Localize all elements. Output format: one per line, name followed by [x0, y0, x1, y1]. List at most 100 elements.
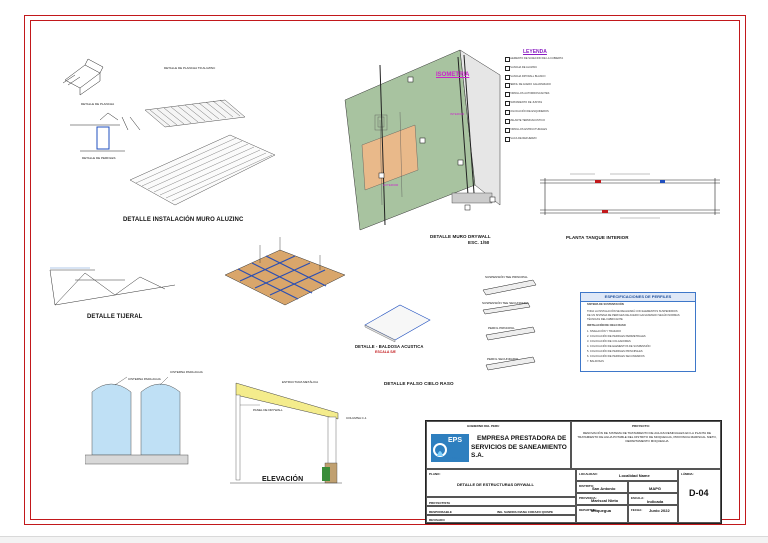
- legend-item: PERFIL DE ACERO GALVANIZADO: [509, 83, 551, 86]
- plano-label: PLANO:: [429, 472, 441, 476]
- spec-line: INSTALACIÓN DE CIELO RASO: [587, 324, 626, 327]
- legend-marker: [505, 119, 510, 124]
- exterior-label: EXTERIOR: [383, 183, 399, 187]
- lamina-value: D-04: [689, 488, 709, 498]
- label-detalle-plancha: DETALLE DE PLANCHA: [81, 102, 115, 106]
- company-cell: GOBIERNO DEL PERU EPS MOQUEGUA S.A. EMPR…: [426, 421, 571, 469]
- title-elevacion: ELEVACIÓN: [262, 476, 304, 483]
- elev-label-column: COLUMNA C-1: [346, 416, 367, 420]
- spec-line: TODA LA INSTALACIÓN SE REALIZARÁ CON ELE…: [587, 310, 678, 313]
- map-label: MAPG: [649, 486, 661, 491]
- lamina-label: LÁMINA:: [681, 472, 694, 476]
- proyecto-label: PROYECTO:: [632, 424, 650, 428]
- provincia-label: PROVINCIA:: [579, 496, 597, 500]
- spec-line: 3. COLOCACIÓN DE COLGADORES: [587, 340, 631, 343]
- proyectista-cell: PROYECTISTA: [426, 497, 576, 506]
- plano-text: DETALLE DE ESTRUCTURAS DRYWALL: [457, 482, 534, 487]
- fecha-value: Junio 2022: [649, 508, 670, 513]
- provincia-value: Mariscal Nieto: [591, 498, 619, 503]
- title-muro: DETALLE MURO DRYWALL: [430, 234, 491, 239]
- responsable-value: ING. SANDRA DIANA CORAZO QUISPE: [497, 510, 553, 514]
- legend-item: PLACA DE REFUERZO: [509, 137, 537, 140]
- legend-item: ELEMENTO DE SUJECION DE LA CUBIERTA: [509, 57, 564, 60]
- legend-marker: [505, 75, 510, 80]
- eps-logo-icon: [431, 434, 469, 462]
- tijeral-drawing: [49, 267, 176, 306]
- proyectista-label: PROYECTISTA: [429, 501, 451, 505]
- escala-cell: ESCALA: Indicada: [628, 493, 678, 505]
- interior-label: INTERIOR: [450, 112, 465, 116]
- water-tanks-drawing: [85, 376, 189, 465]
- spec-line: 6. COLOCACIÓN DE PERFILES SECUNDARIOS: [587, 355, 645, 358]
- distrito-value: San Antonio: [592, 486, 616, 491]
- tank-label-1: CISTERNA PARA AGUA: [128, 377, 161, 381]
- revisado-label: REVISADO: [429, 518, 445, 522]
- spec-title: ESPECIFICACIONES DE PERFILES: [581, 293, 695, 302]
- elevation-drawing: [230, 382, 342, 484]
- responsable-label: RESPONSABLE: [429, 510, 452, 514]
- title-baldosa: DETALLE - BALDOSA ACUSTICA: [355, 344, 424, 349]
- title-aluzinc: DETALLE INSTALACIÓN MURO ALUZINC: [123, 217, 244, 223]
- spec-line: SISTEMA DE SUSTENTACIÓN: [587, 303, 624, 306]
- perfil-label: PERFIL PRINCIPAL: [488, 326, 515, 330]
- legend-item: AISLANTE TERMOACUSTICO: [509, 119, 545, 122]
- legend-marker: [505, 128, 510, 133]
- legend-item: TORNILLOS AUTORROSCANTES: [509, 92, 550, 95]
- title-block: GOBIERNO DEL PERU EPS MOQUEGUA S.A. EMPR…: [425, 420, 722, 524]
- legend-title: LEYENDA: [523, 49, 547, 55]
- legend-item: COLOCACIÓN DE ESQUINEROS: [509, 110, 549, 113]
- fecha-label: FECHA:: [631, 508, 643, 512]
- label-detalle-plancha-tr: DETALLE DE PLANCHA TR ALUZINC: [164, 66, 216, 70]
- sheet-border-outer: [24, 15, 746, 525]
- distrito-label: DISTRITO:: [579, 484, 594, 488]
- distrito-cell: DISTRITO: San Antonio: [576, 481, 628, 493]
- map-cell: MAPG: [628, 481, 678, 493]
- title-tanque: PLANTA TANQUE INTERIOR: [566, 235, 629, 240]
- company-name-line1: EMPRESA PRESTADORA DE: [477, 435, 567, 442]
- logo-text: EPS: [448, 437, 463, 444]
- spec-line: 5. COLOCACIÓN DE PERFILES PRINCIPALES: [587, 350, 643, 353]
- legend-marker: [505, 110, 510, 115]
- project-cell: PROYECTO: RENOVACIÓN DE SISTEMA DE TRATA…: [571, 421, 721, 469]
- revisado-cell: REVISADO: [426, 515, 576, 523]
- provincia-cell: PROVINCIA: Mariscal Nieto: [576, 493, 628, 505]
- legend-item: TORNILLOS ESTRUCTURALES: [509, 128, 548, 131]
- legend-marker: [505, 57, 510, 62]
- drywall-isometric-drawing: [344, 49, 501, 231]
- title-baldosa-scale: ESCALA S/E: [375, 350, 396, 354]
- elev-label-panel: PANEL DE DRYWALL: [253, 408, 283, 412]
- legend-item: TRATAMIENTO DE JUNTAS: [509, 101, 543, 104]
- lamina-cell: LÁMINA: D-04: [678, 469, 721, 523]
- legend-marker: [505, 101, 510, 106]
- ceiling-grid-drawing: [224, 237, 346, 306]
- departamento-value: Moquegua: [591, 508, 611, 513]
- escala-value: Indicada: [647, 499, 664, 504]
- sheet-border-inner: [30, 20, 740, 520]
- spec-line: DE UN SISTEMA DE PERFILES DE ACERO GALVA…: [587, 314, 680, 317]
- elev-label-structure: ESTRUCTURA METÁLICA: [282, 380, 319, 384]
- perfil-label: PERFIL SECUNDARIO: [487, 357, 519, 361]
- legend-marker: [505, 137, 510, 142]
- title-tijeral: DETALLE TIJERAL: [87, 314, 143, 320]
- tank-label-2: CISTERNA PARA AGUA: [170, 370, 203, 374]
- logo-subtext: MOQUEGUA S.A.: [445, 457, 466, 460]
- responsable-cell: RESPONSABLE ING. SANDRA DIANA CORAZO QUI…: [426, 506, 576, 515]
- spec-line: 1. NIVELACIÓN Y TRAZADO: [587, 330, 622, 333]
- perfil-label: SUSPENSIÓN TEE PRINCIPAL: [485, 275, 528, 279]
- legend-item: PLANCHA DE ALUZINC: [509, 66, 538, 69]
- government-header: GOBIERNO DEL PERU: [467, 424, 500, 428]
- isometria-label: ISOMETRIA: [436, 72, 470, 78]
- localidad-cell: LOCALIDAD: Localidad Name: [576, 469, 678, 481]
- departamento-cell: DEPARTAM.: Moquegua: [576, 505, 628, 523]
- fecha-cell: FECHA: Junio 2022: [628, 505, 678, 523]
- plano-cell: PLANO: DETALLE DE ESTRUCTURAS DRYWALL: [426, 469, 576, 497]
- legend-marker: [505, 66, 510, 71]
- spec-line: TÉCNICAS DEL FABRICANTE: [587, 318, 623, 321]
- localidad-label: LOCALIDAD:: [579, 472, 598, 476]
- acoustic-tile-drawing: [364, 304, 431, 343]
- tank-plan-drawing: [540, 173, 720, 219]
- profiles-drawing: [482, 279, 537, 371]
- viewer-bottom-bar: [0, 536, 768, 543]
- legend-marker: [505, 92, 510, 97]
- title-muro-scale: ESC. 1/50: [468, 240, 490, 245]
